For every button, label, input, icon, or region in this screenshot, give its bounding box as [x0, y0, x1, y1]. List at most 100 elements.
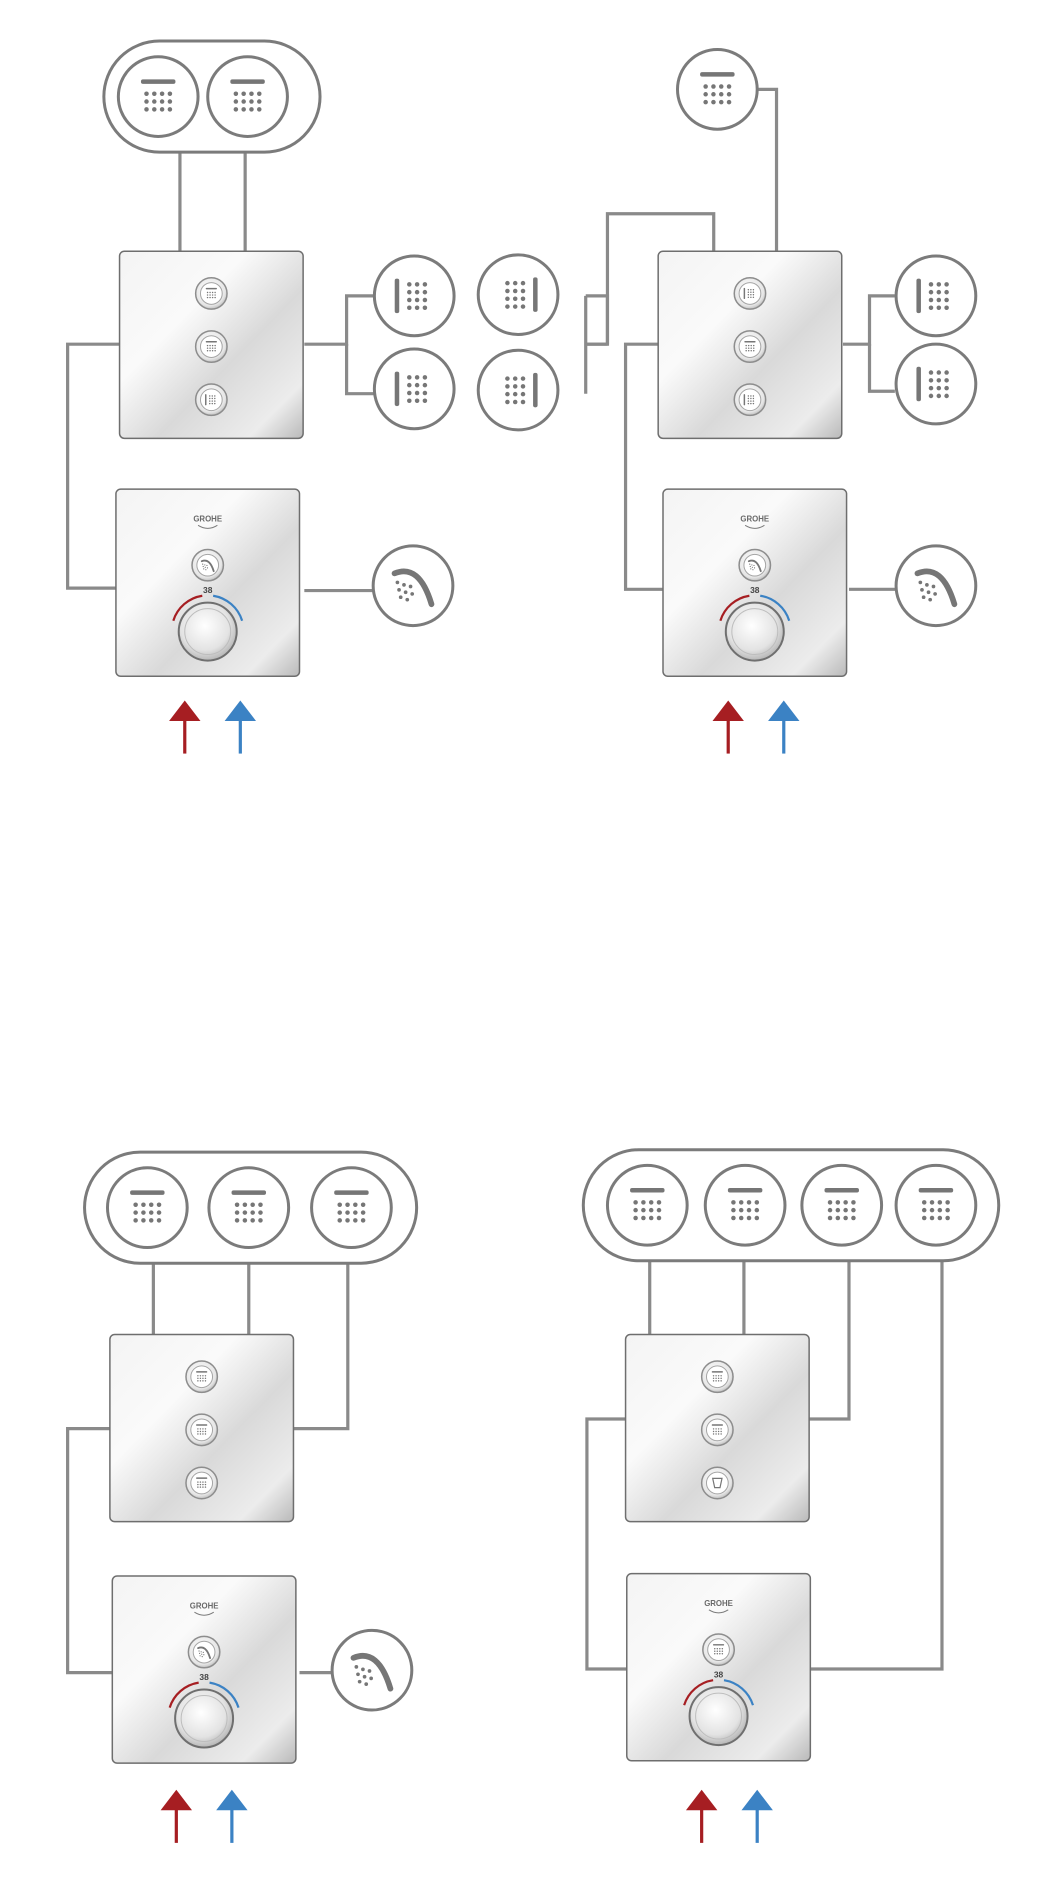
cold-scale [760, 594, 791, 622]
selector-button [185, 1466, 219, 1500]
diverter-panel [657, 250, 843, 440]
hand-shower [330, 1628, 414, 1712]
hot-scale [719, 594, 750, 622]
hot-scale [172, 594, 203, 622]
overhead-shower-icon [918, 1187, 954, 1221]
pipe-line [810, 1262, 944, 1671]
hand-shower-icon [914, 568, 958, 608]
body-jet-icon [505, 277, 538, 312]
temperature-knob [688, 1686, 749, 1747]
side-body-jet [476, 253, 560, 337]
pipe-line [293, 1262, 350, 1431]
grohe-logo: GROHE [704, 1599, 733, 1608]
hand-shower-icon [197, 1646, 212, 1659]
body-jet-icon [743, 287, 755, 300]
thermostat-panel: GROHE 38 [111, 1575, 297, 1764]
body-jet-icon [394, 278, 428, 314]
selector-button [185, 1360, 219, 1394]
side-body-jet [372, 347, 456, 431]
grohe-logo: GROHE [740, 515, 769, 524]
temperature-label: 38 [199, 1672, 209, 1682]
side-body-jet [894, 254, 978, 338]
selector-button [191, 548, 225, 582]
pipe-line [757, 87, 779, 252]
selector-button [733, 330, 767, 364]
selector-button [194, 277, 228, 310]
body-jet-icon [916, 366, 949, 402]
overhead-shower-icon [231, 1190, 267, 1223]
selector-button [700, 1466, 734, 1500]
hot-water-arrow [685, 1789, 718, 1843]
overhead-shower-group [581, 1148, 1001, 1263]
pipe-line [344, 344, 375, 396]
overhead-shower-icon [196, 1477, 208, 1488]
hot-water-arrow [169, 700, 201, 754]
hand-shower [371, 544, 455, 628]
temperature-label: 38 [750, 585, 760, 595]
pipe-line [585, 1417, 627, 1671]
body-jet-icon [205, 394, 216, 406]
hand-shower-icon [350, 1653, 394, 1692]
overhead-shower [105, 1166, 189, 1250]
side-body-jet [372, 254, 456, 338]
overhead-shower-icon [205, 287, 217, 299]
pipe-line [867, 344, 895, 393]
selector-button [700, 1360, 734, 1394]
overhead-shower [894, 1163, 978, 1247]
side-body-jet [476, 348, 560, 432]
overhead-shower-icon [196, 1424, 208, 1435]
cold-water-arrow [224, 700, 257, 754]
body-jet-icon [505, 372, 538, 408]
overhead-shower-icon [230, 79, 265, 112]
selector-button [187, 1635, 221, 1669]
cold-water-arrow [768, 700, 800, 754]
temperature-knob [177, 601, 238, 662]
overhead-shower-icon [711, 1371, 723, 1382]
hand-shower-icon [200, 559, 215, 573]
pipe-line [623, 342, 664, 591]
overhead-shower [703, 1163, 787, 1247]
body-jet-icon [743, 394, 755, 406]
overhead-shower [605, 1163, 689, 1247]
hand-shower-icon [747, 559, 762, 573]
hot-water-arrow [160, 1789, 193, 1843]
selector-button [194, 383, 228, 417]
overhead-shower-icon [334, 1190, 369, 1223]
pipe-line [66, 1427, 113, 1675]
overhead-shower-icon [711, 1424, 723, 1435]
diverter-panel [118, 250, 304, 440]
pipe-line [842, 294, 895, 346]
overhead-shower [207, 1166, 291, 1250]
overhead-shower [206, 55, 289, 138]
temperature-label: 38 [203, 585, 213, 595]
selector-button [733, 277, 767, 310]
body-jet-icon [394, 371, 428, 407]
overhead-shower [116, 55, 200, 138]
side-body-jet [894, 342, 978, 426]
overhead-shower [310, 1166, 393, 1250]
hot-water-arrow [712, 700, 744, 754]
thermostat-panel: GROHE 38 [662, 488, 848, 678]
overhead-shower-icon [130, 1190, 165, 1223]
temperature-knob [174, 1688, 235, 1749]
hot-scale [168, 1681, 199, 1708]
pipe-lines [66, 87, 944, 1675]
overhead-shower-icon [824, 1187, 859, 1221]
hand-shower [894, 544, 978, 628]
hand-shower-icon [391, 568, 435, 608]
waterfall-icon [711, 1477, 723, 1489]
overhead-shower-icon [630, 1187, 665, 1221]
pipe-line [304, 294, 375, 346]
overhead-shower-icon [744, 341, 756, 352]
grohe-logo: GROHE [190, 1602, 219, 1611]
selector-button [702, 1633, 736, 1667]
overhead-shower [675, 48, 759, 131]
pipe-line [585, 294, 610, 345]
body-jet-icon [916, 278, 949, 314]
logo-swoosh [194, 1611, 215, 1616]
selector-button [700, 1413, 734, 1447]
cold-scale [209, 1681, 240, 1708]
hot-scale [683, 1679, 714, 1706]
